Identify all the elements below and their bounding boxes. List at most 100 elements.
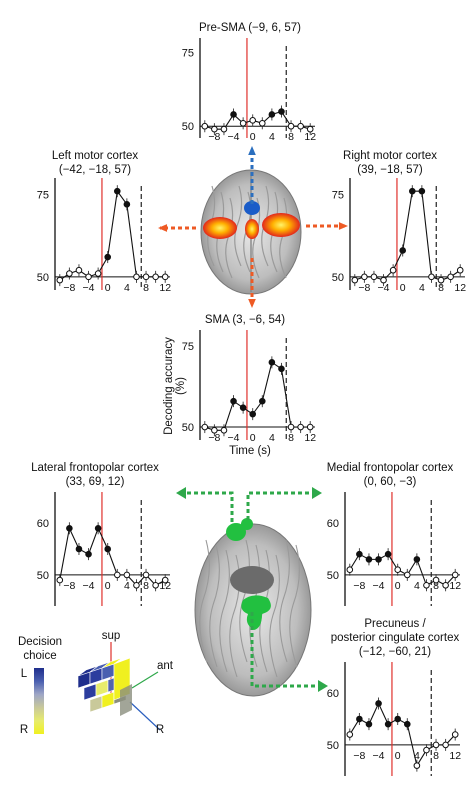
- y-tick-label: 50: [182, 121, 194, 133]
- data-point: [268, 111, 276, 118]
- data-point: [113, 187, 121, 195]
- sma-xlabel: Time (s): [229, 445, 271, 457]
- activation-left-motor: [203, 217, 237, 239]
- cube-voxel: [83, 683, 97, 701]
- series-line: [349, 702, 456, 768]
- x-tick-label: −8: [63, 580, 75, 592]
- x-tick-label: 8: [438, 282, 444, 294]
- data-point: [161, 273, 169, 281]
- activation-presma: [244, 201, 260, 215]
- series-line: [349, 553, 456, 587]
- data-point: [375, 556, 382, 563]
- cube-ant-label: ant: [157, 660, 173, 672]
- arrow-to-sma: [248, 258, 256, 308]
- medial-fp-subtitle: (0, 60, −3): [363, 476, 417, 488]
- arrow-head: [248, 298, 256, 308]
- data-point: [142, 273, 150, 281]
- data-point: [201, 122, 209, 130]
- x-tick-label: −4: [373, 750, 385, 762]
- y-tick-label: 75: [37, 189, 49, 201]
- sma-ylabel: Decoding accuracy (%): [163, 337, 187, 435]
- arrow-head: [158, 224, 168, 232]
- data-point: [451, 731, 459, 738]
- x-tick-label: 0: [250, 131, 256, 143]
- arrow-head: [318, 680, 328, 692]
- activation-right-motor: [262, 213, 300, 237]
- data-point: [306, 125, 314, 133]
- x-tick-label: 0: [105, 282, 111, 294]
- x-tick-label: −4: [228, 131, 240, 143]
- x-tick-label: −4: [83, 282, 95, 294]
- x-tick-label: 12: [449, 580, 461, 592]
- data-point: [75, 266, 83, 274]
- data-point: [442, 741, 449, 749]
- cube-voxel: [95, 679, 109, 697]
- data-point: [451, 571, 459, 579]
- frontopolar-arrows: [176, 487, 328, 692]
- activation-medial-fp: [241, 518, 253, 530]
- cube-voxel: [101, 691, 115, 709]
- x-tick-label: −4: [83, 580, 95, 592]
- data-point: [230, 397, 237, 405]
- lateral-fp-title: Lateral frontopolar cortex: [31, 462, 159, 474]
- legend-top-label: L: [20, 668, 28, 680]
- data-point: [375, 700, 382, 707]
- lateral-fp-subtitle: (33, 69, 12): [65, 476, 125, 488]
- x-tick-label: 4: [269, 131, 275, 143]
- x-tick-label: −4: [378, 282, 390, 294]
- data-point: [220, 125, 228, 133]
- x-tick-label: 0: [400, 282, 406, 294]
- data-point: [201, 423, 209, 431]
- brain-gyrus: [225, 197, 234, 279]
- data-point: [75, 545, 83, 553]
- precuneus-subtitle: posterior cingulate cortex: [330, 632, 460, 644]
- data-point: [297, 122, 304, 130]
- data-point: [239, 119, 247, 127]
- arrow-head: [338, 222, 348, 230]
- x-tick-label: 4: [419, 282, 425, 294]
- data-point: [447, 273, 454, 281]
- data-point: [66, 524, 73, 532]
- data-point: [249, 117, 257, 124]
- x-tick-label: 8: [143, 282, 149, 294]
- x-tick-label: 4: [124, 282, 130, 294]
- data-point: [365, 720, 373, 728]
- data-point: [413, 762, 421, 769]
- brain-gyrus: [234, 185, 243, 267]
- data-point: [394, 715, 402, 723]
- cube-r-axis: [129, 701, 161, 731]
- x-tick-label: −8: [208, 131, 220, 143]
- data-point: [133, 581, 140, 589]
- activation-sma: [245, 219, 259, 239]
- y-tick-label: 50: [37, 272, 49, 284]
- top-brain-image: [200, 169, 302, 295]
- series-line: [204, 361, 311, 431]
- data-point: [403, 720, 411, 728]
- y-tick-label: 60: [327, 518, 339, 530]
- brain-gyrus: [199, 539, 210, 663]
- data-point: [239, 404, 247, 411]
- legend-colorbar: [34, 668, 44, 734]
- y-tick-label: 50: [37, 570, 49, 582]
- right-motor-title: Right motor cortex: [343, 150, 437, 162]
- x-tick-label: 4: [124, 580, 130, 592]
- brain-gyrus: [279, 197, 288, 279]
- data-point: [418, 187, 426, 195]
- data-point: [66, 270, 73, 277]
- data-point: [113, 571, 121, 579]
- x-tick-label: 0: [250, 432, 256, 444]
- data-point: [408, 187, 416, 195]
- arrow-shaft: [250, 612, 322, 688]
- data-point: [361, 273, 368, 281]
- x-tick-label: 4: [414, 750, 420, 762]
- y-tick-label: 60: [327, 688, 339, 700]
- data-point: [211, 426, 218, 434]
- brain-gyrus: [269, 554, 280, 678]
- x-tick-label: 12: [449, 750, 461, 762]
